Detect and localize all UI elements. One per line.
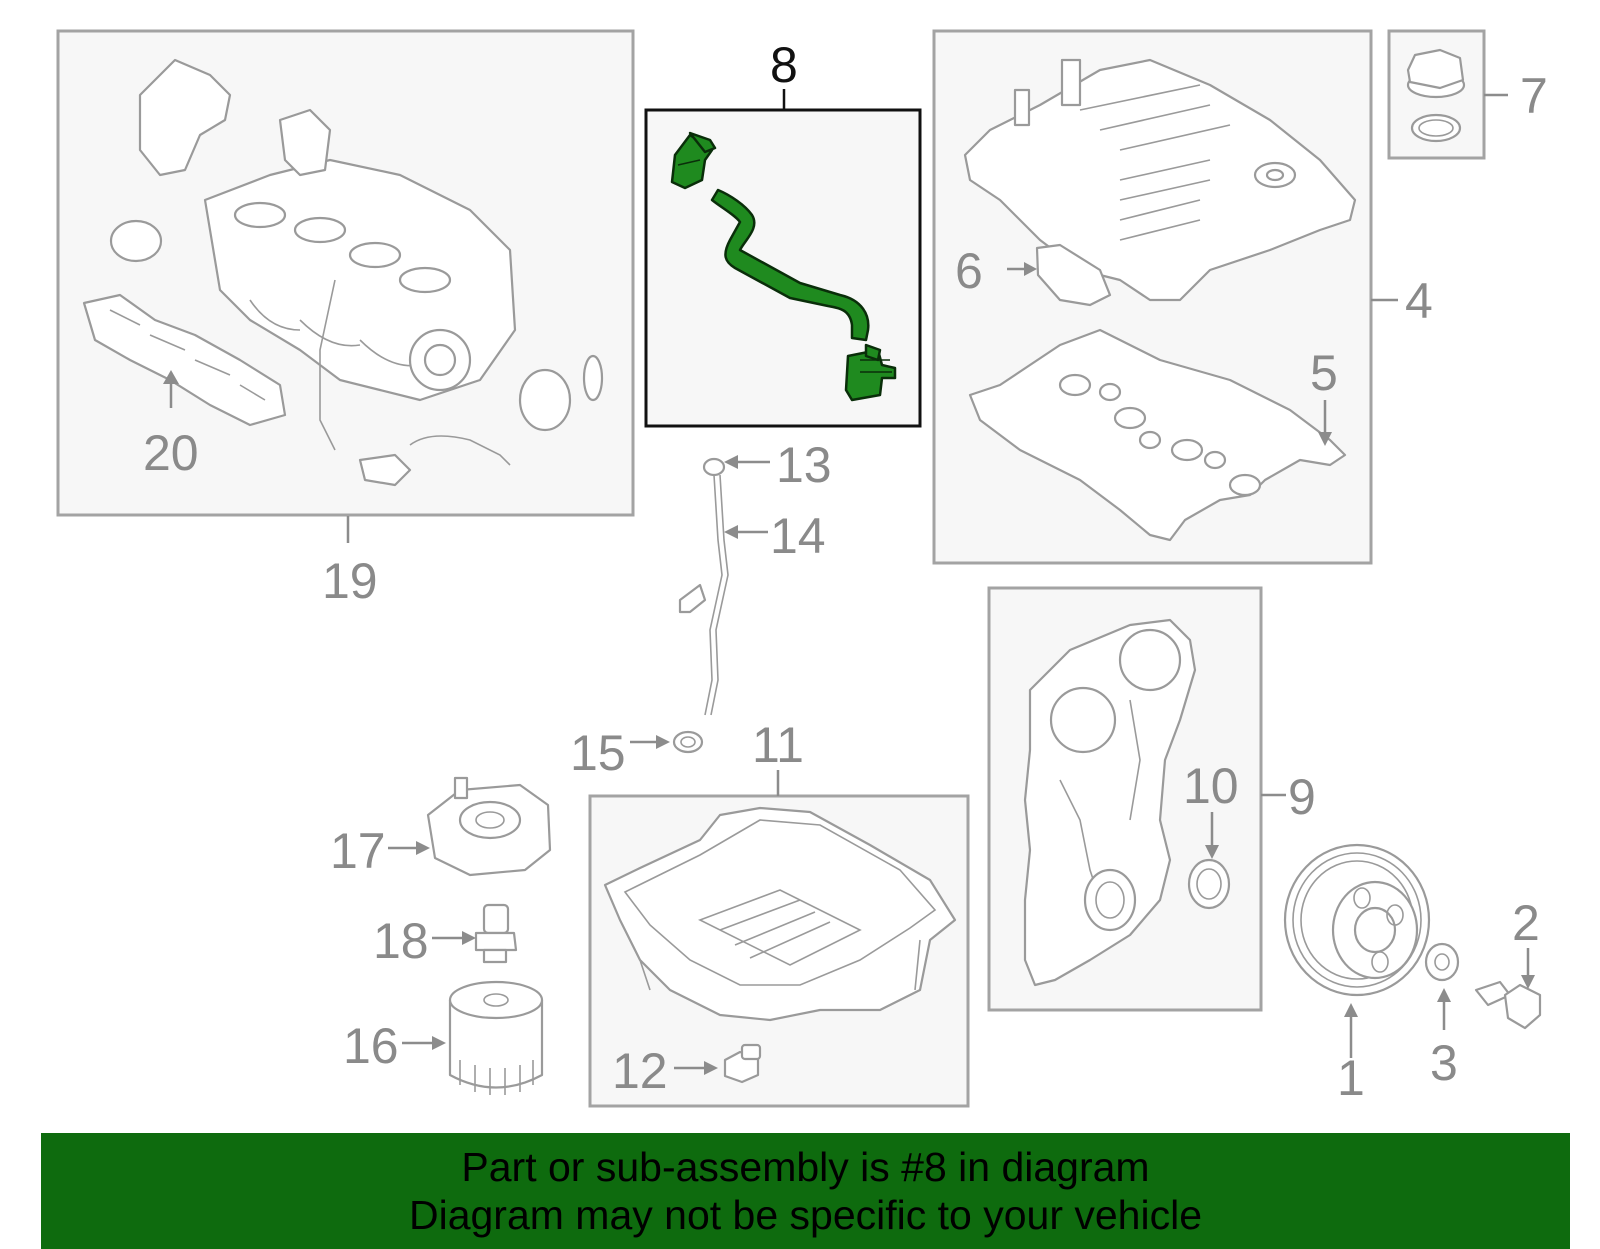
callout-1: 1 <box>1337 1050 1365 1106</box>
oil-pan-drain-bolt-drawing <box>723 1043 762 1084</box>
arrow-15 <box>656 735 670 749</box>
callout-6: 6 <box>955 243 983 299</box>
callout-5: 5 <box>1310 345 1338 401</box>
notice-line-2: Diagram may not be specific to your vehi… <box>408 1192 1202 1238</box>
arrow-18 <box>462 931 476 945</box>
arrow-17 <box>416 841 430 855</box>
callout-11: 11 <box>752 717 804 773</box>
callout-17: 17 <box>330 823 386 879</box>
callout-2: 2 <box>1512 895 1540 951</box>
crank-pulley-drawing <box>1283 843 1431 997</box>
arrow-5 <box>1318 432 1332 446</box>
callout-10: 10 <box>1183 758 1239 814</box>
timing-cover-drawing <box>1023 618 1197 987</box>
callout-7: 7 <box>1520 68 1548 124</box>
arrow-2 <box>1521 975 1535 989</box>
arrow-6 <box>1024 262 1037 276</box>
arrow-3 <box>1437 988 1451 1002</box>
pulley-bolt-drawing <box>1474 980 1542 1030</box>
intake-manifold-drawing <box>82 58 604 487</box>
washer-drawing <box>1424 942 1460 982</box>
front-seal-drawing <box>1187 858 1231 910</box>
callout-16: 16 <box>343 1018 399 1074</box>
arrow-13 <box>724 455 738 469</box>
callout-4: 4 <box>1405 273 1433 329</box>
callout-12: 12 <box>612 1043 668 1099</box>
oil-pan-drawing <box>603 806 957 1022</box>
callout-8: 8 <box>770 37 798 93</box>
valve-cover-drawing <box>963 58 1357 542</box>
drain-plug-drawing <box>474 903 518 964</box>
callout-18: 18 <box>373 913 429 969</box>
dipstick-drawing <box>672 457 729 754</box>
callout-13: 13 <box>776 437 832 493</box>
callout-19: 19 <box>322 553 378 609</box>
arrow-20 <box>163 370 179 384</box>
notice-banner: Part or sub-assembly is #8 in diagram Di… <box>41 1133 1570 1249</box>
callout-20: 20 <box>143 425 199 481</box>
callout-14: 14 <box>770 508 826 564</box>
callout-9: 9 <box>1288 769 1316 825</box>
notice-line-1: Part or sub-assembly is #8 in diagram <box>461 1144 1150 1190</box>
hose-clamp-details <box>677 159 892 373</box>
oil-filter-drawing <box>448 980 544 1095</box>
callout-3: 3 <box>1430 1035 1458 1091</box>
arrow-14 <box>724 525 738 539</box>
arrow-12 <box>704 1061 718 1075</box>
arrow-10 <box>1205 845 1219 859</box>
filler-cap-drawing <box>1406 48 1466 143</box>
callout-15: 15 <box>570 725 626 781</box>
arrow-1 <box>1344 1003 1358 1017</box>
oil-cooler-drawing <box>426 776 552 877</box>
arrow-16 <box>432 1036 446 1050</box>
